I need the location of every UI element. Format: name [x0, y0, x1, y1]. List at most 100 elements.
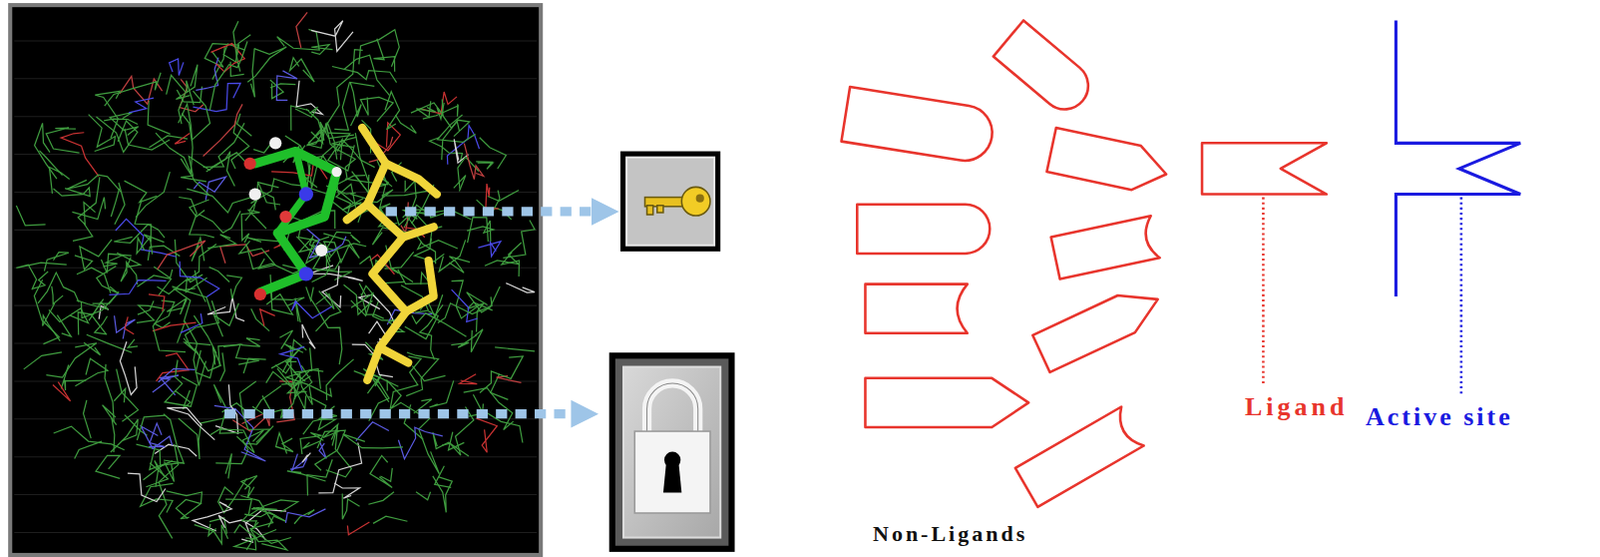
wire-stroke	[429, 380, 454, 407]
wire-stroke	[83, 400, 92, 438]
wire-stroke	[194, 346, 221, 372]
wire-stroke	[441, 119, 470, 160]
wire-stroke	[505, 283, 535, 293]
wire-stroke	[273, 177, 318, 188]
wire-stroke	[103, 118, 138, 124]
active-site-leader	[1460, 197, 1464, 398]
wire-stroke	[94, 316, 108, 335]
wire-stroke	[215, 384, 239, 433]
wire-stroke	[287, 470, 327, 481]
wire-stroke	[404, 311, 438, 340]
wire-stroke	[494, 347, 535, 352]
wire-stroke	[307, 458, 333, 495]
wire-stroke	[15, 205, 45, 226]
wire-stroke	[434, 465, 452, 487]
wire-stroke	[311, 20, 354, 52]
non-ligand-shapes	[840, 19, 1171, 506]
wire-stroke	[51, 286, 63, 305]
wire-stroke	[140, 425, 172, 449]
wire-stroke	[181, 90, 210, 140]
wire-stroke	[164, 376, 197, 407]
wire-stroke	[502, 219, 535, 258]
wire-stroke	[487, 189, 519, 201]
wire-stroke	[415, 491, 430, 500]
wire-stroke	[307, 228, 347, 258]
wire-stroke	[343, 433, 403, 448]
wire-stroke	[37, 272, 79, 304]
ligand-leader	[1261, 197, 1265, 387]
wire-stroke	[438, 239, 465, 271]
grid-line	[13, 191, 537, 193]
wire-stroke	[95, 454, 120, 478]
protein-wireframe	[15, 11, 535, 550]
wire-stroke	[76, 267, 111, 293]
wire-stroke	[113, 388, 125, 402]
wire-stroke	[136, 237, 153, 255]
wire-stroke	[148, 294, 165, 312]
wire-stroke	[174, 133, 190, 145]
wire-stroke	[203, 103, 243, 156]
wire-stroke	[158, 368, 196, 382]
wire-stroke	[241, 475, 258, 498]
wire-stroke	[111, 417, 115, 452]
wire-stroke	[32, 271, 48, 289]
wire-stroke	[102, 404, 117, 425]
wire-stroke	[186, 188, 257, 213]
wire-stroke	[189, 199, 210, 217]
wire-stroke	[124, 180, 158, 202]
wire-stroke	[194, 270, 206, 303]
ligand-shape	[1201, 142, 1327, 194]
wire-stroke	[328, 132, 357, 179]
wire-stroke	[323, 423, 341, 445]
wire-stroke	[77, 312, 106, 336]
wire-stroke	[479, 137, 507, 169]
wire-stroke	[310, 298, 342, 365]
grid-line	[13, 455, 537, 457]
wire-stroke	[479, 356, 523, 394]
wire-stroke	[385, 91, 400, 130]
wire-stroke	[72, 223, 93, 241]
wire-stroke	[60, 364, 86, 391]
wire-stroke	[436, 114, 475, 142]
wire-stroke	[177, 321, 207, 386]
wire-stroke	[155, 132, 209, 195]
wire-stroke	[83, 342, 100, 356]
wire-stroke	[459, 374, 478, 385]
wire-stroke	[100, 253, 131, 273]
grid-line	[13, 531, 537, 533]
wire-stroke	[136, 414, 165, 440]
wire-stroke	[110, 188, 119, 217]
wire-stroke	[209, 267, 230, 283]
wire-stroke	[74, 239, 112, 270]
wire-stroke	[157, 277, 208, 294]
wire-stroke	[175, 498, 201, 518]
wire-stroke	[467, 217, 489, 244]
wire-stroke	[102, 254, 123, 267]
wire-stroke	[359, 29, 400, 67]
wire-stroke	[127, 472, 166, 502]
wire-stroke	[251, 506, 278, 527]
wire-stroke	[60, 132, 99, 177]
wire-stroke	[136, 305, 164, 323]
wire-stroke	[178, 103, 193, 174]
wire-stroke	[302, 452, 311, 462]
wire-stroke	[157, 240, 206, 270]
wire-stroke	[186, 80, 195, 105]
wire-stroke	[334, 482, 360, 498]
wire-stroke	[240, 495, 291, 544]
wire-stroke	[296, 80, 323, 115]
wire-stroke	[179, 78, 204, 111]
lock-arrow	[224, 408, 577, 418]
wire-stroke	[411, 313, 467, 337]
wire-stroke	[23, 352, 62, 370]
wire-stroke	[418, 417, 440, 474]
protein-panel	[9, 4, 541, 555]
wire-stroke	[484, 242, 522, 266]
ligand-label: Ligand	[1244, 391, 1349, 422]
wire-stroke	[250, 48, 255, 98]
active-site-shape	[1395, 19, 1521, 296]
wire-stroke	[147, 100, 171, 135]
wire-stroke	[207, 296, 245, 321]
wire-stroke	[192, 501, 232, 531]
